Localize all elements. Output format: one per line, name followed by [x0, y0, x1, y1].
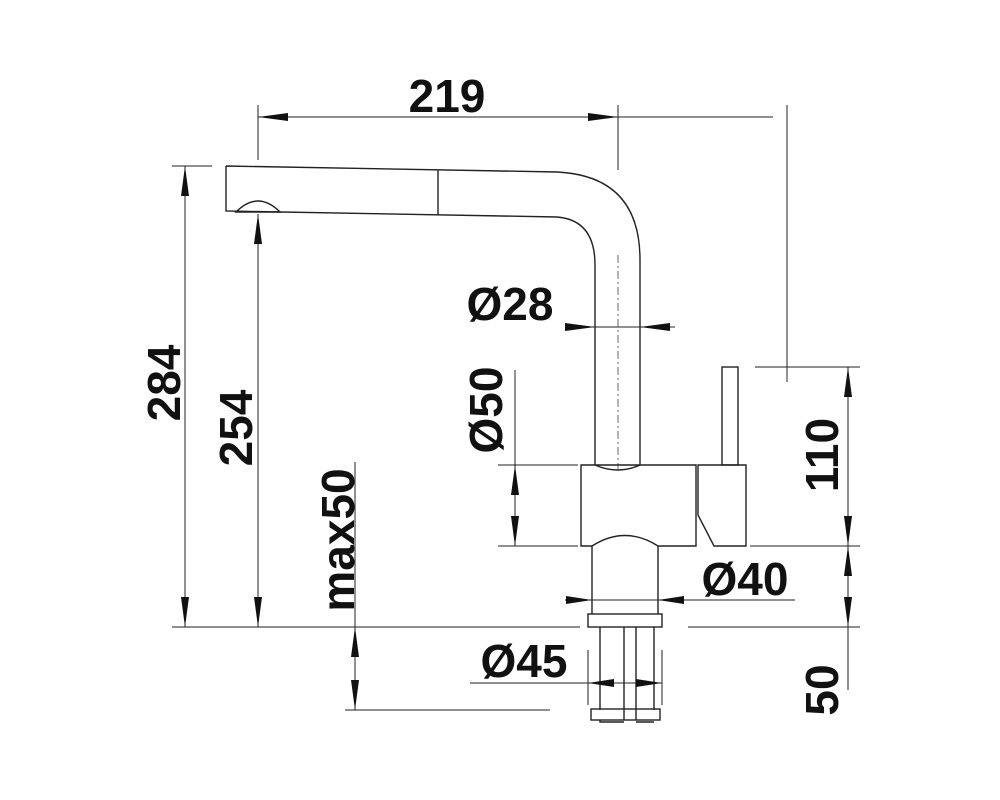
dimension-labels: 219 284 254 max50 Ø28 Ø50 110 50 Ø40 Ø45 [138, 70, 848, 716]
label-base-diameter: Ø45 [481, 635, 568, 687]
label-body-diameter: Ø50 [460, 367, 512, 454]
label-lever-height: 110 [796, 418, 848, 492]
base-ring [587, 613, 663, 628]
label-neck-diameter: Ø40 [702, 553, 789, 605]
lever-block [697, 464, 747, 547]
label-total-height: 284 [138, 344, 190, 421]
body [580, 464, 697, 547]
shanks [599, 627, 655, 723]
lever-rod [721, 366, 739, 466]
label-base-height: 50 [796, 664, 848, 715]
label-spout-diameter: Ø28 [467, 278, 554, 330]
aerator [234, 200, 282, 213]
dimension-lines [172, 105, 860, 711]
label-spout-height: 254 [210, 389, 262, 466]
neck [591, 546, 659, 614]
base-plate [590, 708, 661, 721]
label-max-deck: max50 [312, 468, 364, 611]
spout [225, 165, 641, 465]
label-reach: 219 [409, 70, 486, 122]
faucet-outline [225, 165, 747, 723]
